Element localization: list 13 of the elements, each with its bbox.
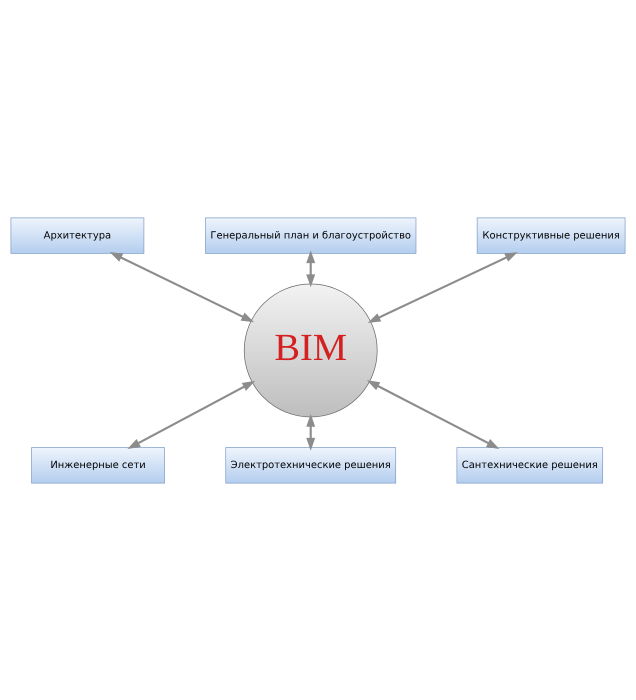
node-box: Генеральный план и благоустройство — [205, 217, 416, 254]
arrow — [306, 413, 316, 450]
node-box: Инженерные сети — [31, 446, 165, 483]
arrow — [306, 250, 316, 287]
arrow — [127, 380, 256, 448]
node-circle: BIM — [244, 283, 378, 417]
node-box: Сантехнические решения — [456, 446, 604, 483]
arrow — [366, 380, 500, 448]
node-box: Архитектура — [10, 217, 144, 254]
node-box: Электротехнические решения — [225, 446, 396, 483]
arrow — [368, 252, 518, 322]
arrow — [110, 252, 254, 322]
node-box: Конструктивные решения — [476, 217, 626, 254]
